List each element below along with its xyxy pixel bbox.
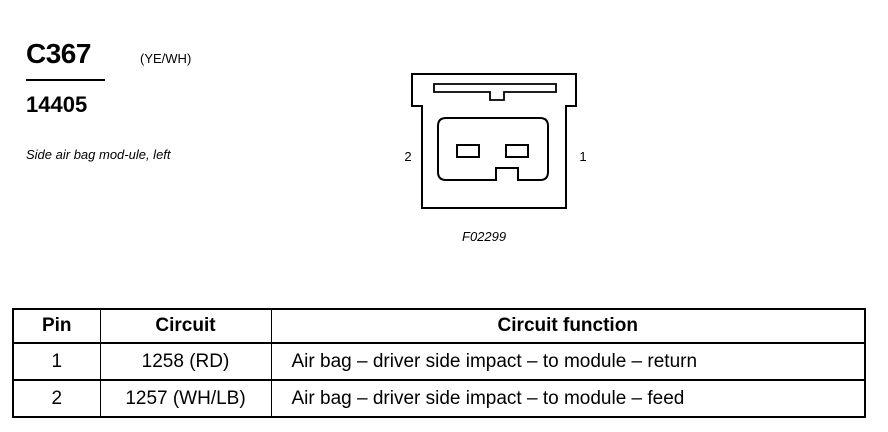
terminal-pin-1 bbox=[505, 144, 529, 158]
cell-pin: 1 bbox=[12, 342, 101, 381]
pin-circuit-table: Pin Circuit Circuit function 1 1258 (RD)… bbox=[12, 308, 866, 418]
table-row: 2 1257 (WH/LB) Air bag – driver side imp… bbox=[12, 379, 866, 418]
header-pin: Pin bbox=[12, 308, 101, 344]
connector-lock-tab bbox=[433, 83, 557, 101]
part-number: 14405 bbox=[26, 92, 88, 117]
connector-id: C367 bbox=[26, 38, 91, 69]
table-row: 1 1258 (RD) Air bag – driver side impact… bbox=[12, 342, 866, 381]
cell-circuit: 1257 (WH/LB) bbox=[99, 379, 272, 418]
cell-circuit-function: Air bag – driver side impact – to module… bbox=[270, 342, 866, 381]
cell-circuit-function: Air bag – driver side impact – to module… bbox=[270, 379, 866, 418]
pin-label-left: 2 bbox=[404, 149, 411, 164]
terminal-pin-2 bbox=[456, 144, 480, 158]
connector-cavity bbox=[437, 117, 549, 181]
table-header-row: Pin Circuit Circuit function bbox=[12, 308, 866, 344]
header-circuit-function: Circuit function bbox=[270, 308, 866, 344]
connector-description: Side air bag mod-ule, left bbox=[26, 146, 176, 163]
cell-pin: 2 bbox=[12, 379, 101, 418]
title-underline bbox=[26, 79, 105, 81]
connector-face-diagram: 2 1 bbox=[404, 73, 587, 209]
connector-color-code: (YE/WH) bbox=[140, 51, 192, 66]
connector-housing bbox=[411, 73, 577, 209]
pin-label-right: 1 bbox=[579, 149, 586, 164]
header-circuit: Circuit bbox=[99, 308, 272, 344]
description-text: Side air bag mod-ule, left bbox=[26, 147, 171, 162]
figure-id: F02299 bbox=[462, 229, 507, 244]
cell-circuit: 1258 (RD) bbox=[99, 342, 272, 381]
